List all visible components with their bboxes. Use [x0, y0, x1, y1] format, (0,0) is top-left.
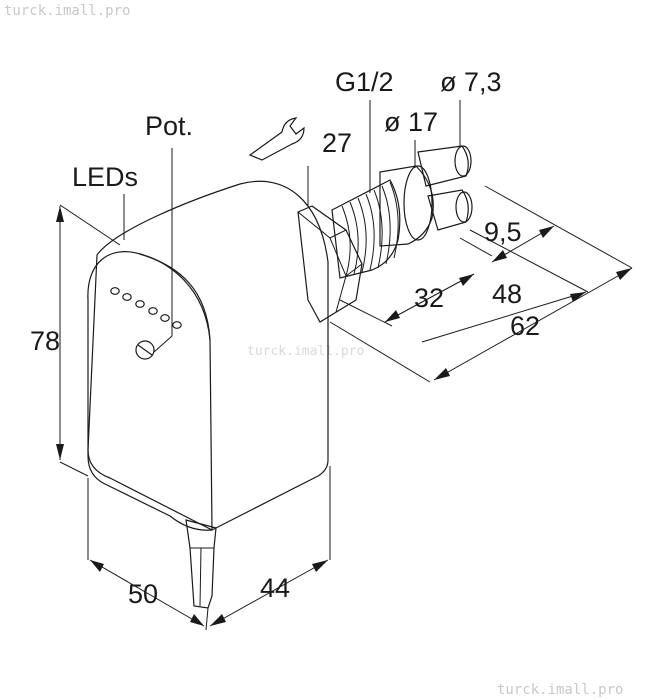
potentiometer [135, 340, 155, 360]
cable [185, 519, 217, 609]
label-dia-cable: ø 7,3 [440, 67, 502, 97]
dimension-lines [56, 100, 633, 631]
label-leds: LEDs [72, 162, 138, 192]
label-pot: Pot. [145, 111, 193, 141]
dim-62: 62 [510, 311, 540, 341]
led-indicator [110, 287, 120, 295]
probe-assembly [297, 145, 473, 323]
watermark-top-left: turck.imall.pro [4, 3, 130, 19]
watermark-bottom-right: turck.imall.pro [497, 682, 623, 698]
thread-lines [341, 181, 399, 277]
led-indicator [122, 293, 132, 301]
led-indicator [172, 321, 182, 329]
led-row [110, 287, 182, 329]
wrench-icon [248, 117, 305, 161]
dim-width-side: 44 [260, 573, 290, 603]
led-indicator [160, 314, 170, 322]
led-indicator [148, 307, 158, 315]
dim-32: 32 [414, 283, 444, 313]
label-dia-body: ø 17 [384, 107, 438, 137]
dim-height: 78 [30, 326, 60, 356]
label-g-thread: G1/2 [335, 67, 394, 97]
dim-width-front: 50 [128, 579, 158, 609]
watermark-center: turck.imall.pro [247, 344, 364, 359]
led-indicator [135, 300, 145, 308]
dim-9-5: 9,5 [484, 217, 522, 247]
label-wrench-size: 27 [322, 128, 352, 158]
sensor-housing [87, 180, 329, 531]
dim-48: 48 [492, 279, 522, 309]
